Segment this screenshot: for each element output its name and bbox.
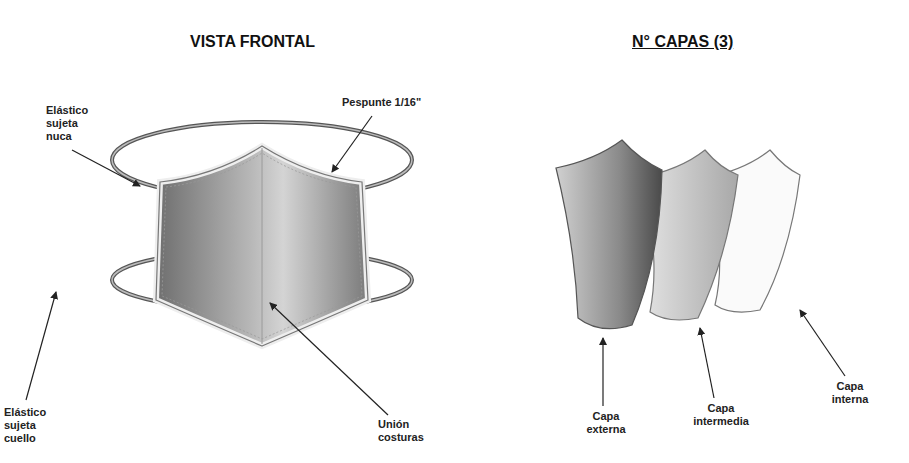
leader-line: [26, 116, 845, 415]
view-heading: VISTA FRONTAL: [190, 32, 315, 51]
layers-heading: N° CAPAS (3): [632, 32, 733, 51]
mask-front: [156, 146, 368, 346]
part-label: Pespunte 1/16": [342, 96, 421, 109]
part-label: Elástico sujeta cuello: [4, 406, 54, 446]
part-label: Capa intermedia: [690, 402, 752, 428]
layer-outer: [556, 140, 662, 329]
mask-outline: [156, 146, 368, 346]
part-label: Elástico sujeta nuca: [46, 104, 100, 144]
part-label: Capa externa: [580, 410, 632, 436]
part-label: Unión costuras: [378, 418, 430, 444]
center-seam: [262, 148, 263, 344]
part-label: Capa interna: [826, 380, 874, 406]
